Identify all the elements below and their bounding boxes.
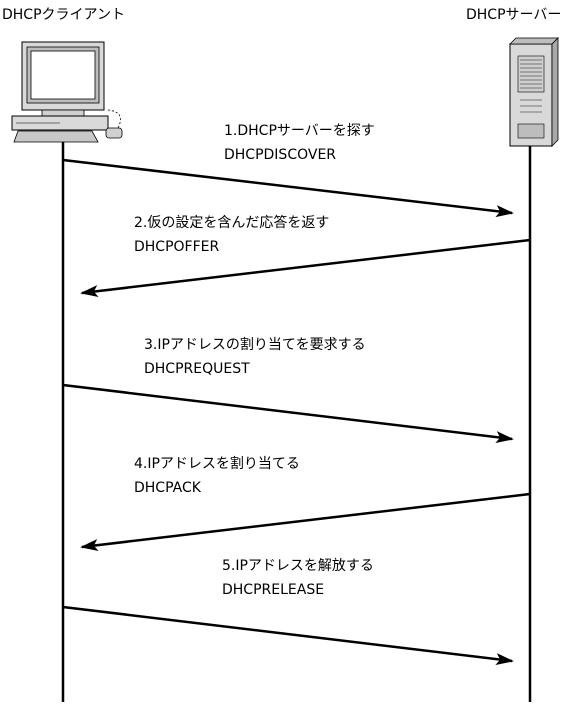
message-step-5: 5.IPアドレスを解放する xyxy=(222,558,374,574)
message-arrow-4 xyxy=(80,492,531,552)
message-arrow-2 xyxy=(80,238,531,298)
message-name-4: DHCPACK xyxy=(134,480,201,496)
message-arrow-3 xyxy=(62,383,514,444)
message-step-4: 4.IPアドレスを割り当てる xyxy=(134,456,300,472)
message-name-5: DHCPRELEASE xyxy=(222,582,325,598)
message-step-1: 1.DHCPサーバーを探す xyxy=(224,123,375,139)
desktop-computer-icon xyxy=(11,41,123,143)
message-arrow-1 xyxy=(62,158,514,218)
message-arrow-5 xyxy=(62,605,514,666)
message-name-2: DHCPOFFER xyxy=(134,239,220,255)
server-label: DHCPサーバー xyxy=(466,7,562,23)
tower-server-icon xyxy=(509,37,559,147)
message-name-3: DHCPREQUEST xyxy=(144,361,250,377)
message-name-1: DHCPDISCOVER xyxy=(224,147,337,163)
message-step-3: 3.IPアドレスの割り当てを要求する xyxy=(144,337,366,353)
client-label: DHCPクライアント xyxy=(2,7,125,23)
message-step-2: 2.仮の設定を含んだ応答を返す xyxy=(134,215,330,231)
